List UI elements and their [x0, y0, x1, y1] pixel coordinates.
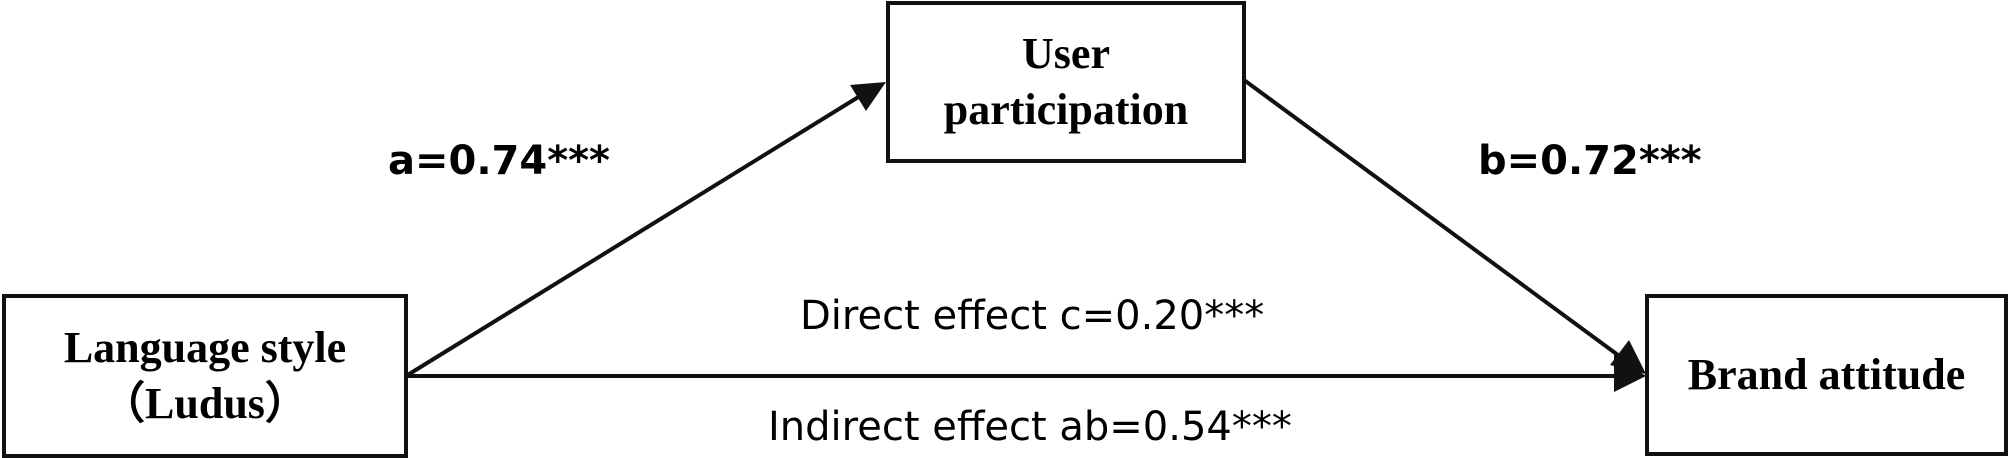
indirect-effect-label: Indirect effect ab=0.54*** — [768, 404, 1292, 450]
path-a-arrow — [404, 94, 862, 378]
direct-effect-label: Direct effect c=0.20*** — [800, 293, 1265, 339]
path-b-label: b=0.72*** — [1478, 138, 1702, 184]
node-language-style-line1: Language style — [63, 323, 347, 372]
path-b-arrow — [1242, 78, 1624, 360]
node-user-participation: User participation — [886, 1, 1246, 163]
node-language-style-line2: （Ludus） — [101, 379, 309, 428]
node-user-participation-line2: participation — [943, 85, 1189, 134]
node-brand-attitude: Brand attitude — [1645, 294, 2008, 456]
path-a-label: a=0.74*** — [388, 138, 610, 184]
node-user-participation-line1: User — [1022, 29, 1110, 78]
arrowhead-c-icon — [1614, 354, 1646, 392]
node-brand-attitude-line1: Brand attitude — [1687, 350, 1966, 399]
arrowhead-a-icon — [850, 82, 886, 111]
node-language-style: Language style （Ludus） — [2, 294, 408, 458]
